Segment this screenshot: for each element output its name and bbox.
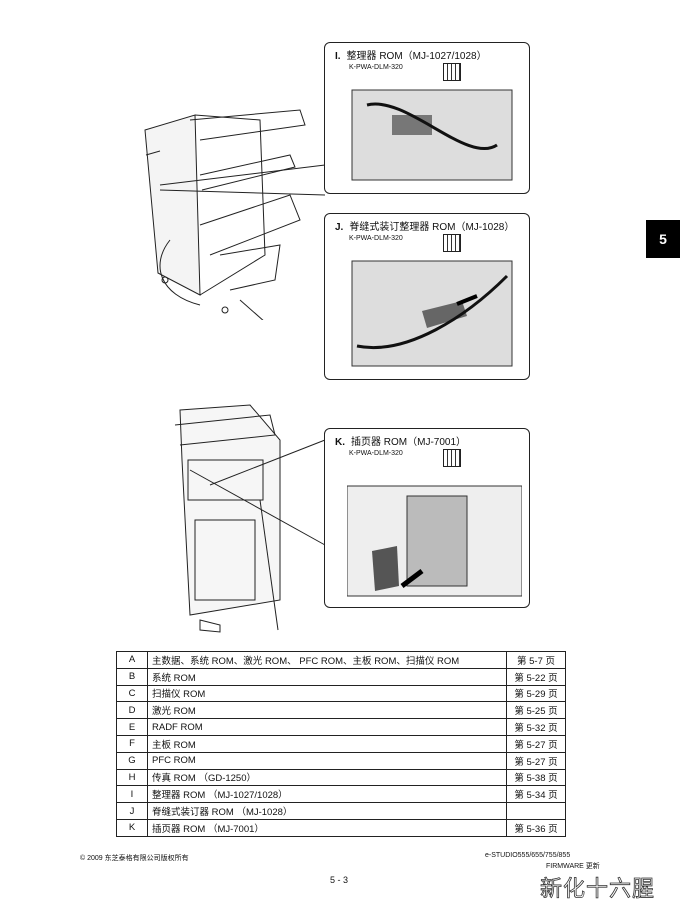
row-description: 激光 ROM	[147, 701, 507, 720]
copyright: © 2009 东芝泰格有限公司版权所有	[80, 855, 189, 862]
row-description: 系统 ROM	[147, 667, 507, 686]
row-id: I	[116, 785, 148, 804]
row-description: 扫描仪 ROM	[147, 684, 507, 703]
page-number: 5 - 3	[330, 875, 349, 885]
watermark-signature: 新化十六腥	[540, 877, 656, 903]
row-description: 主数据、系统 ROM、激光 ROM、 PFC ROM、主板 ROM、扫描仪 RO…	[147, 651, 507, 669]
row-id: K	[116, 818, 148, 837]
row-id: F	[116, 734, 148, 753]
row-page-ref: 第 5-27 页	[506, 734, 566, 753]
row-page-ref: 第 5-7 页	[506, 651, 566, 669]
row-page-ref: 第 5-36 页	[506, 818, 566, 837]
row-id: H	[116, 768, 148, 787]
row-description: 传真 ROM （GD-1250）	[147, 768, 507, 787]
model-name: e-STUDIO555/655/755/855	[485, 852, 571, 859]
row-page-ref: 第 5-34 页	[506, 785, 566, 804]
board-photo	[351, 260, 513, 367]
section-subtitle: FIRMWARE 更新	[546, 863, 600, 870]
row-description: 脊缝式装订器 ROM （MJ-1028）	[147, 802, 507, 820]
row-id: D	[116, 701, 148, 720]
row-id: A	[116, 651, 148, 669]
row-id: J	[116, 802, 148, 820]
callout-saddle-stitch-rom: J. 脊缝式装订整理器 ROM（MJ-1028） K-PWA-DLM-320	[324, 213, 530, 380]
callout-letter: I.	[335, 51, 341, 62]
part-number: K-PWA-DLM-320	[349, 64, 403, 71]
row-id: B	[116, 667, 148, 686]
rom-chip-icon	[443, 63, 461, 81]
inserter-illustration	[174, 404, 326, 633]
callout-title: 整理器 ROM（MJ-1027/1028）	[346, 51, 487, 62]
row-description: PFC ROM	[147, 751, 507, 770]
row-id: G	[116, 751, 148, 770]
row-page-ref: 第 5-27 页	[506, 751, 566, 770]
row-page-ref	[506, 802, 566, 820]
part-number: K-PWA-DLM-320	[349, 235, 403, 242]
row-id: E	[116, 718, 148, 736]
callout-title: 脊缝式装订整理器 ROM（MJ-1028）	[349, 222, 515, 233]
row-description: 整理器 ROM （MJ-1027/1028）	[147, 785, 507, 804]
callout-letter: J.	[335, 222, 344, 233]
rom-chip-icon	[443, 234, 461, 252]
row-page-ref: 第 5-38 页	[506, 768, 566, 787]
row-id: C	[116, 684, 148, 703]
rom-chip-icon	[443, 449, 461, 467]
callout-letter: K.	[335, 437, 345, 448]
row-page-ref: 第 5-22 页	[506, 667, 566, 686]
part-number: K-PWA-DLM-320	[349, 450, 403, 457]
callout-inserter-rom: K. 插页器 ROM（MJ-7001） K-PWA-DLM-320	[324, 428, 530, 608]
callout-title: 插页器 ROM（MJ-7001）	[351, 437, 467, 448]
row-page-ref: 第 5-32 页	[506, 718, 566, 736]
callout-finisher-rom: I. 整理器 ROM（MJ-1027/1028） K-PWA-DLM-320	[324, 42, 530, 194]
row-page-ref: 第 5-29 页	[506, 684, 566, 703]
chapter-tab: 5	[646, 220, 680, 258]
row-description: 插页器 ROM （MJ-7001）	[147, 818, 507, 837]
row-description: 主板 ROM	[147, 734, 507, 753]
board-photo	[347, 485, 522, 597]
row-page-ref: 第 5-25 页	[506, 701, 566, 720]
board-photo	[351, 89, 513, 181]
row-description: RADF ROM	[147, 718, 507, 736]
finisher-illustration	[144, 109, 326, 320]
